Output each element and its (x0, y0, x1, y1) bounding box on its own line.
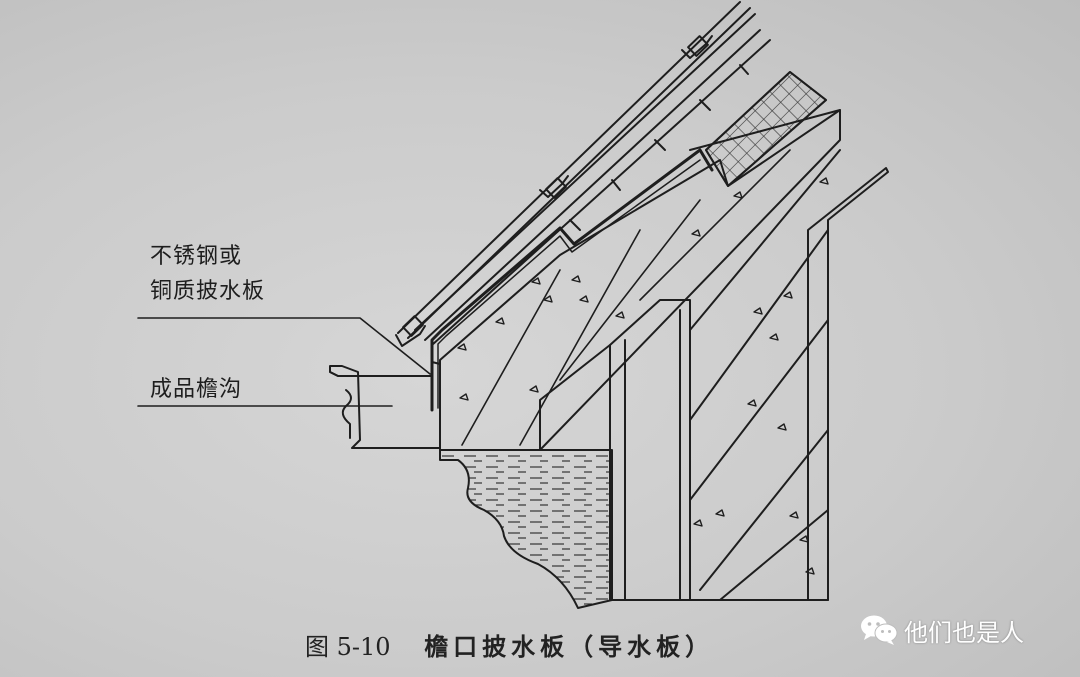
concrete-roof-slab (439, 109, 841, 451)
aggregate-marks (457, 177, 829, 575)
parapet-outline (807, 167, 889, 601)
eave-flashing-section-drawing (137, 1, 889, 609)
figure-number: 图 5-10 (305, 633, 391, 661)
flashing-plate (430, 148, 714, 412)
watermark-text: 他们也是人 (904, 618, 1024, 647)
cornice-moulding (439, 449, 613, 609)
wechat-icon (861, 615, 898, 645)
battens (424, 29, 771, 346)
wall-section (539, 109, 841, 601)
watermark: 他们也是人 (860, 612, 1024, 648)
label-gutter: 成品檐沟 (150, 377, 243, 402)
leader-line-flashing (137, 317, 431, 375)
label-flashing-line2: 铜质披水板 (150, 279, 266, 304)
label-flashing-line1: 不锈钢或 (150, 244, 243, 269)
figure-caption: 图 5-10 檐口披水板（导水板） (305, 632, 715, 661)
figure-title: 檐口披水板（导水板） (424, 632, 715, 661)
roof-tiles (395, 1, 756, 347)
